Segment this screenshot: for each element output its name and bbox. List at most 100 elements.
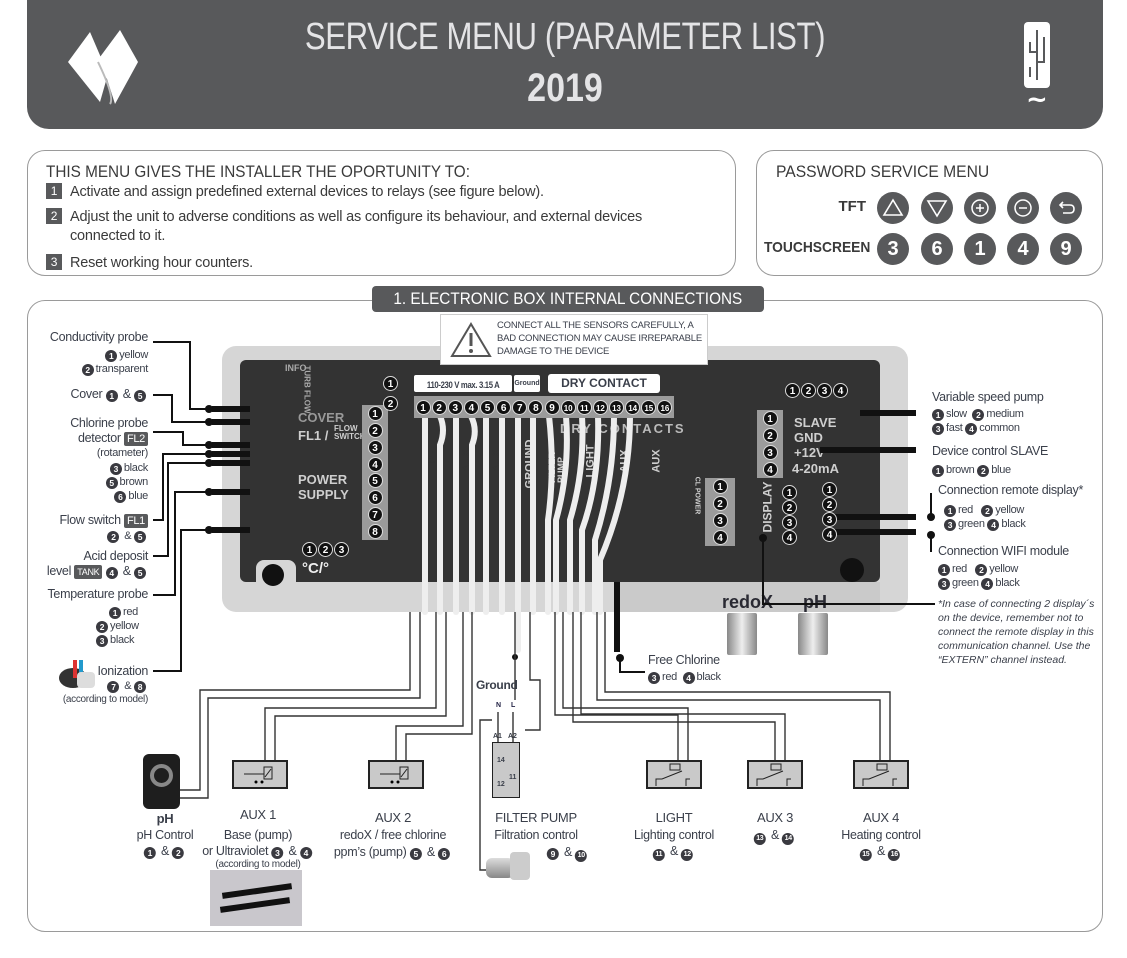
ionization-label: Ionization [97,664,148,678]
aux2-name: AUX 2 [374,810,412,825]
connector-pin: 1 [302,542,317,557]
connector-pin: 8 [367,524,383,540]
brand-logo-icon [68,30,138,105]
light-desc: Lighting control [634,828,714,842]
aux3-relay [747,760,803,789]
warning-box: CONNECT ALL THE SENSORS CAREFULLY, A BAD… [440,314,708,365]
ground-label: Ground [476,678,518,692]
power-terminal-header-box: 110-230 V max. 3.15 A [414,375,512,392]
filter-pump-desc: Filtration control [494,828,578,842]
rotameter-label: (rotameter) [96,447,148,459]
board-label-temperature: °C/° [302,560,329,577]
connector-pin: 2 [712,496,728,511]
board-label-flow-switch: FLOW SWITCH [334,424,366,441]
aux2-relay [368,760,424,789]
terminal-8: 8 [528,399,544,415]
flow-switch-label: Flow switch FL1 [59,513,148,528]
connector-pin: 2 [367,422,383,438]
connector-pin: 3 [822,512,837,527]
board-label-gnd: GND [794,430,823,445]
svg-text:~: ~ [1026,85,1048,112]
aux4-relay [853,760,909,789]
ph-device-pins: 1 & 2 [143,844,186,859]
aux1-note: (according to model) [215,859,301,870]
connector-pin: 1 [785,383,800,398]
light-pins: 11 & 12 [652,844,695,861]
terminal-5: 5 [480,399,496,415]
a1-label: A1 [493,733,502,740]
board-label-power-supply: POWER SUPPLY [298,472,349,502]
aux1-relay [232,760,288,789]
dry-contact-header: DRY CONTACT [548,374,660,393]
ph-probe-label: pH [803,592,827,612]
filter-pump-pins: 9 & 10 [546,845,589,862]
terminal-3: 3 [447,399,463,415]
connector-pin: 4 [782,530,797,545]
terminal-13: 13 [609,399,625,415]
acid-level-label: level TANK 4 & 5 [47,564,148,579]
ultraviolet-image [210,870,302,926]
intro-item-text: Adjust the unit to adverse conditions as… [70,209,643,244]
redox-bnc-connector [727,613,757,655]
terminal-6: 6 [496,399,512,415]
aux4-pins: 15 & 16 [859,844,902,861]
connector-pin: 3 [367,439,383,455]
connector-pin: 3 [762,445,778,460]
filter-pump-relay: 14 11 12 [492,742,520,798]
connector-pin: 1 [367,405,383,421]
connector-pin: 4 [367,456,383,472]
connector-pin: 2 [318,542,333,557]
terminal-12: 12 [592,399,608,415]
flow-switch-pins: 2 & 5 [107,529,148,543]
display-footnote: *In case of connecting 2 display´s on th… [938,598,1095,666]
connector-pin: 2 [782,500,797,515]
ionization-note: (according to model) [62,694,148,705]
warning-text: CONNECT ALL THE SENSORS CAREFULLY, A BAD… [497,320,703,357]
board-label-info: INFO [285,363,307,373]
board-label-dry-contacts: DRY CONTACTS [560,421,686,436]
board-label-fl1: FL1 / [298,428,329,443]
password-digit: 4 [1007,233,1039,265]
up-triangle-icon [877,192,909,224]
touchscreen-label: TOUCHSCREEN [764,239,871,256]
ph-bnc-connector [798,613,828,655]
aux3-pins: 13 & 14 [753,828,796,845]
connector-pin: 4 [762,462,778,477]
terminal-7: 7 [512,399,528,415]
password-box: PASSWORD SERVICE MENU TFT TOUCHSCREEN 3 … [756,150,1103,276]
neutral-label: N [496,702,502,709]
terminal-14: 14 [625,399,641,415]
connector-pin: 2 [822,497,837,512]
terminal-12-label: 12 [497,781,505,788]
minus-circle-icon [1007,192,1039,224]
variable-speed-pump-label: Variable speed pump [932,390,1044,404]
back-arrow-icon [1050,192,1082,224]
intro-item-text: Activate and assign predefined external … [70,184,544,200]
remote-display-label: Connection remote display* [938,483,1084,497]
board-label-cover: COVER [298,410,345,425]
redox-probe-label: redoX [722,592,774,612]
terminal-1: 1 [415,399,431,415]
aux1-name: AUX 1 [239,807,277,822]
filter-pump-name: FILTER PUMP [495,810,577,825]
housing-bottom [620,582,880,612]
number-badge: 1 [46,183,62,199]
terminal-14-label: 14 [497,757,505,764]
chlorine-detector-label: detector FL2 [78,431,148,446]
connector-pin: 4 [822,527,837,542]
chlorine-probe-label: Chlorine probe [70,416,148,430]
ionization-pins: 7 & 8 [107,679,148,693]
